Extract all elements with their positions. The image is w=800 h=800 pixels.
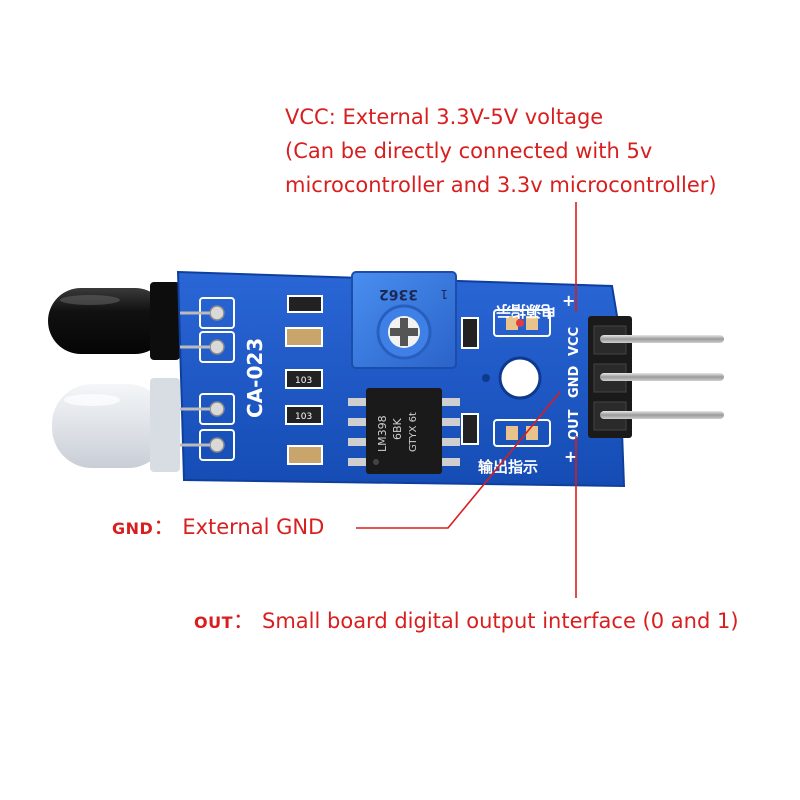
pot-side-mark: 1 [440,287,448,301]
chip-label-1: LM398 [376,415,389,452]
potentiometer: 3362 1 [351,271,457,369]
out-annotation-sep: ： [233,609,255,633]
out-annotation: OUT： Small board digital output interface… [194,606,739,638]
gnd-annotation-key: GND [112,519,154,538]
pin-vcc [600,335,724,343]
chip-label-2: 6BK [391,417,404,440]
pin-header [588,316,724,438]
vcc-annotation: VCC: External 3.3V-5V voltage (Can be di… [285,100,717,202]
comparator-chip: LM398 6BK GTYX 6t [348,388,460,474]
power-indicator-led [493,309,551,337]
power-indicator-text: 电源指示 [496,302,556,320]
plus-mark-bottom: + [564,447,577,466]
resistor-code-2: 103 [295,412,312,422]
chip-label-3: GTYX 6t [408,412,419,452]
out-annotation-key: OUT [194,613,234,632]
pin-label-out: OUT [567,409,582,440]
pin-label-vcc: VCC [567,327,582,356]
smd-components: 103 103 [285,295,479,465]
plus-mark-top: + [562,291,575,310]
resistor-code-1: 103 [295,376,312,386]
pin-label-gnd: GND [567,365,582,398]
board-model-text: CA-023 [243,338,267,418]
gnd-annotation: GND： External GND [112,512,324,544]
out-annotation-text: Small board digital output interface (0 … [262,609,739,633]
gnd-leader-line [356,391,561,529]
vcc-annotation-line3: microcontroller and 3.3v microcontroller… [285,173,717,197]
pot-code: 3362 [379,286,418,302]
gnd-annotation-sep: ： [153,515,175,539]
pin-gnd [600,373,724,381]
ir-emitter-led [52,378,180,472]
output-indicator-text: 输出指示 [478,458,538,476]
led-solder-pads [180,297,235,461]
vcc-annotation-line2: (Can be directly connected with 5v [285,139,653,163]
ir-receiver-led [48,282,180,360]
mounting-hole [498,356,542,400]
gnd-annotation-text: External GND [182,515,325,539]
pin-out [600,411,724,419]
vcc-annotation-line1: VCC: External 3.3V-5V voltage [285,105,604,129]
